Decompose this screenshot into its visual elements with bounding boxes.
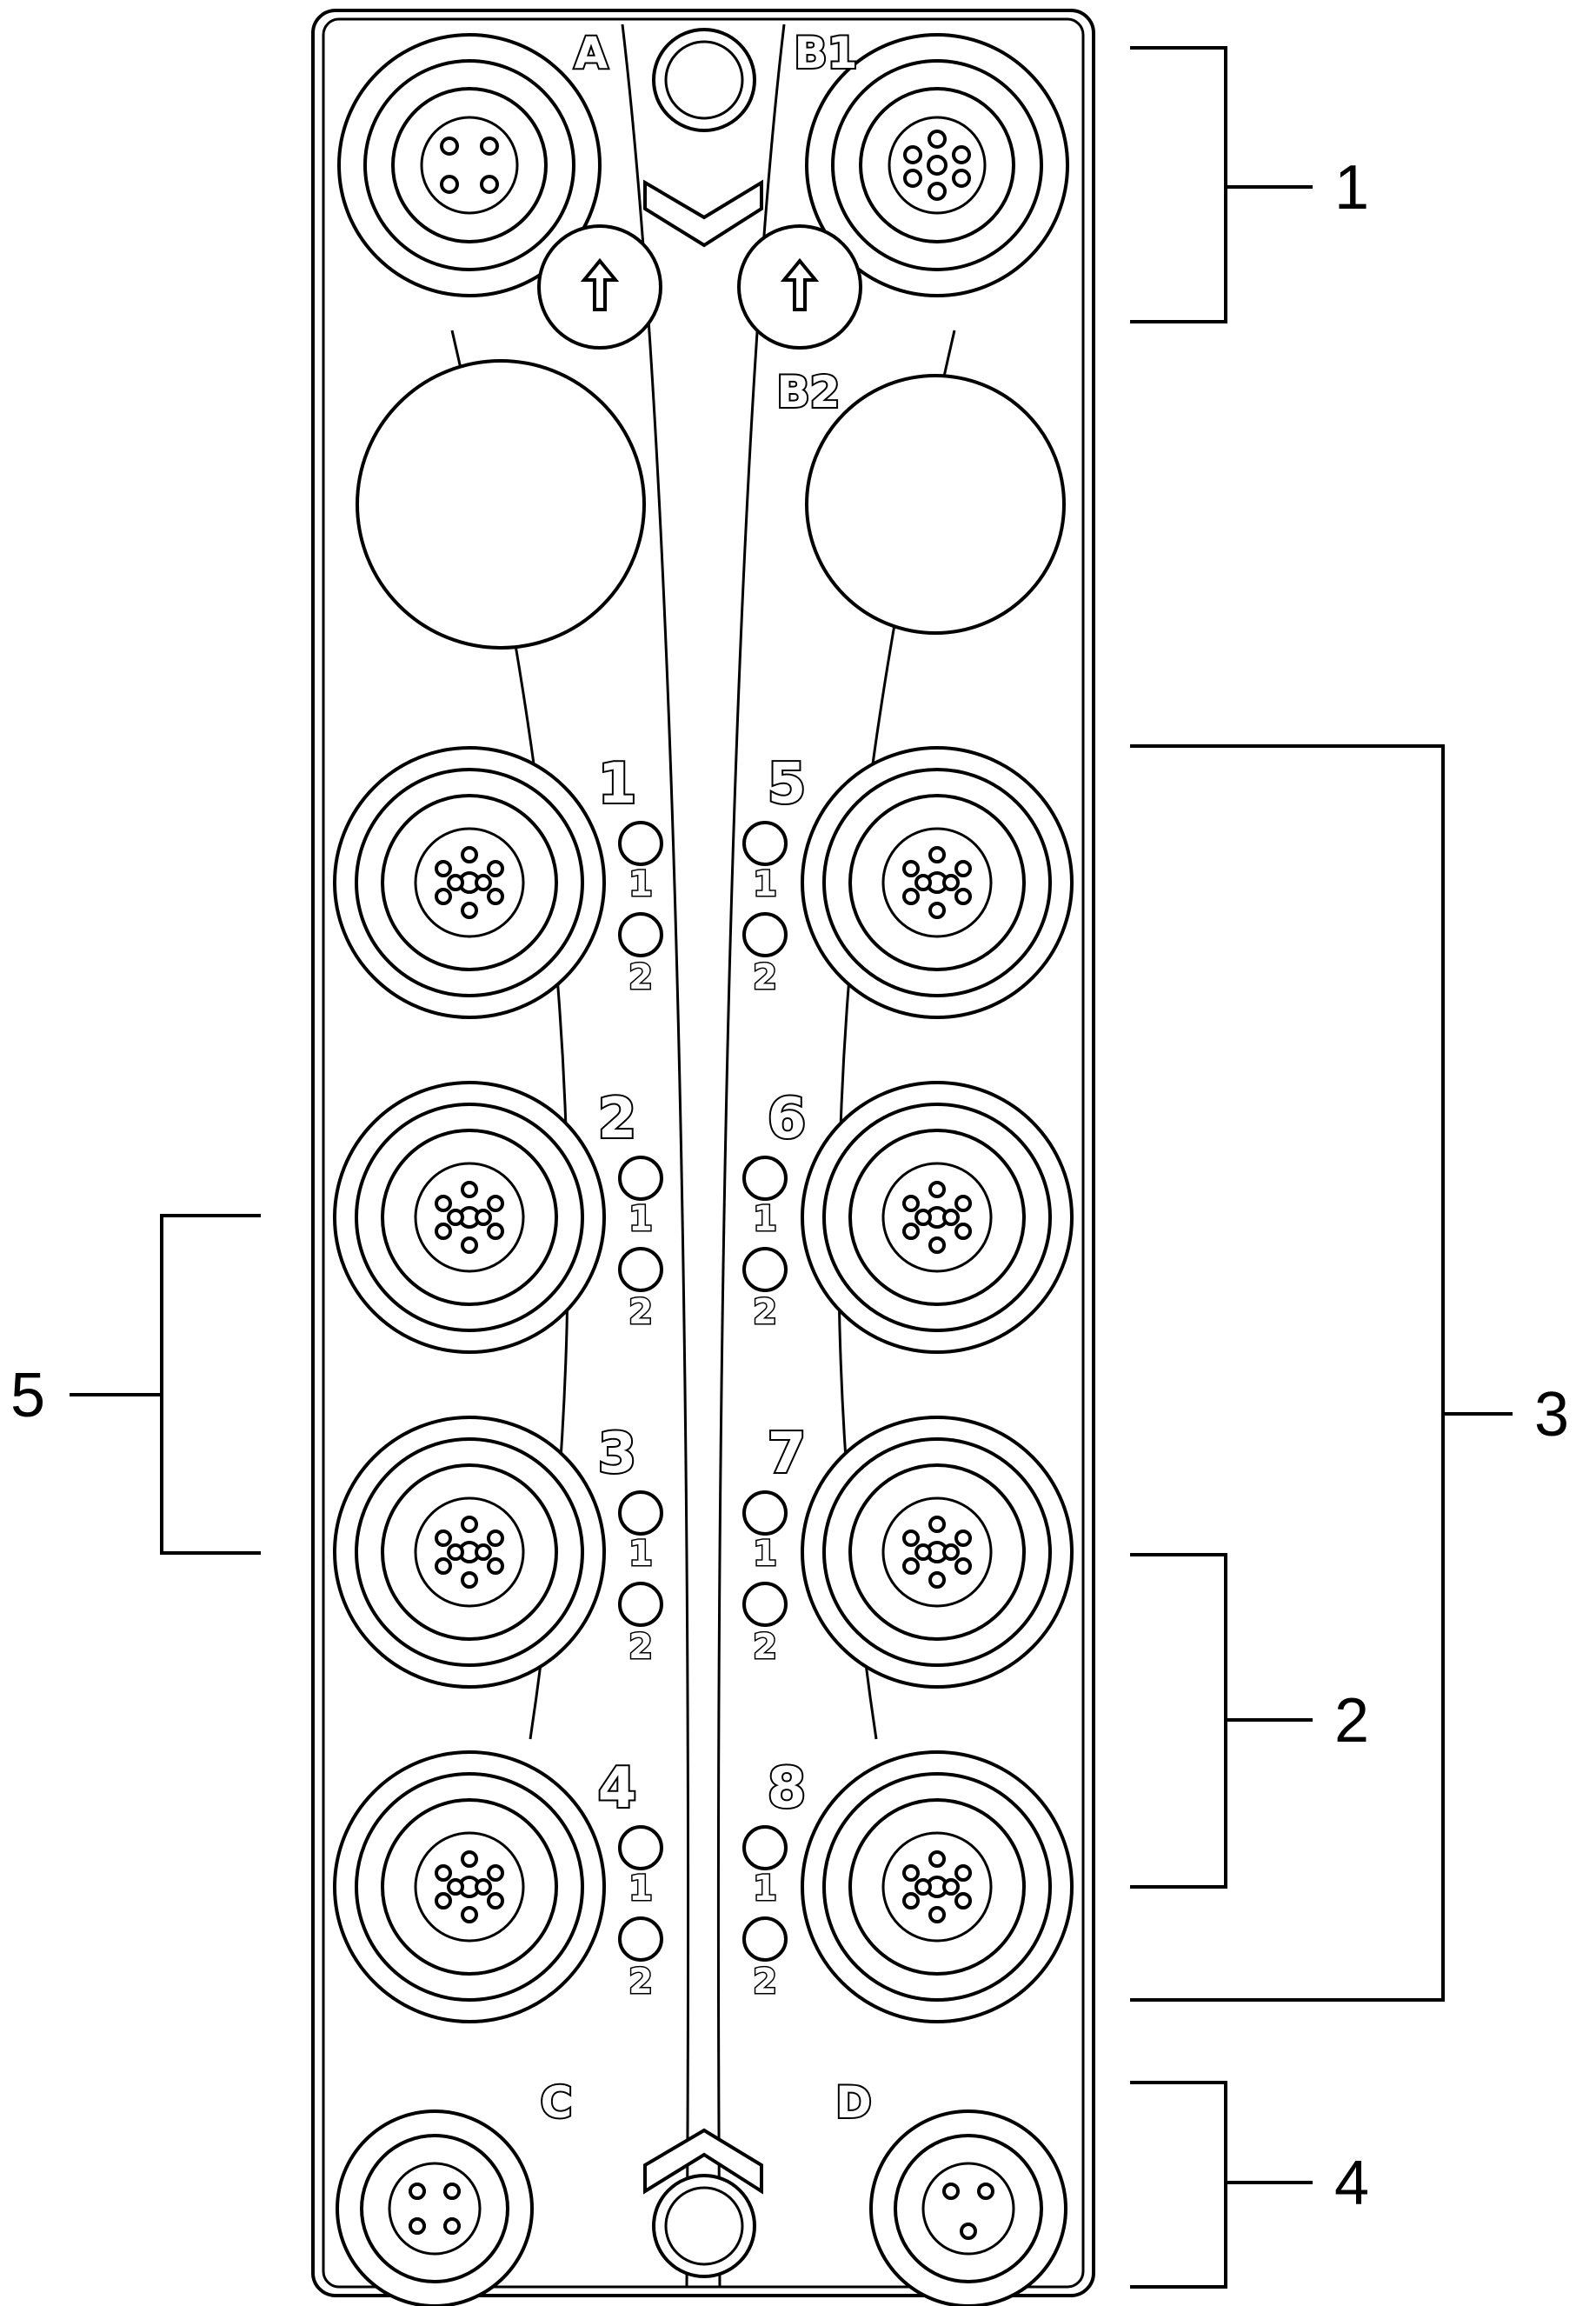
io-port-7-led-2	[742, 1582, 788, 1627]
port-label-b1: B1	[795, 28, 858, 78]
callouts: 1 2 3 4 5	[10, 46, 1569, 2289]
io-port-7-led-2-label: 2	[753, 1627, 777, 1667]
io-port-4-led-1	[618, 1825, 663, 1870]
io-port-3-led-2-label: 2	[628, 1627, 653, 1667]
io-port-1-led-1-label: 1	[628, 864, 653, 904]
io-port-label-5: 5	[768, 752, 807, 816]
io-port-2-led-2	[618, 1247, 663, 1292]
io-port-label-3: 3	[598, 1422, 637, 1486]
io-port-6-led-1-label: 1	[753, 1199, 777, 1239]
blank-cap-left	[356, 359, 646, 650]
callout-label-1: 1	[1334, 153, 1369, 223]
io-port-label-8: 8	[768, 1756, 807, 1821]
module-housing	[311, 9, 1095, 2297]
io-port-3-led-2	[618, 1582, 663, 1627]
callout-bracket-2	[1130, 1553, 1313, 1889]
coding-arrow-icon-a	[537, 224, 662, 350]
callout-bracket-1	[1130, 46, 1313, 323]
io-port-2-led-1-label: 1	[628, 1199, 653, 1239]
io-port-8-connector	[801, 1750, 1074, 2023]
io-port-label-4: 4	[598, 1756, 637, 1821]
io-port-8-led-2-label: 2	[753, 1962, 777, 2002]
port-a-connector	[337, 33, 662, 350]
io-port-4-connector	[333, 1750, 606, 2023]
port-d-connector	[869, 2109, 1067, 2306]
mounting-screw-top-inner	[664, 40, 744, 120]
port-label-a: A	[575, 28, 608, 78]
callout-bracket-5	[70, 1214, 261, 1555]
io-port-5-led-2-label: 2	[753, 957, 777, 997]
io-port-4-led-2-label: 2	[628, 1962, 653, 2002]
callout-label-5: 5	[10, 1361, 45, 1430]
io-port-label-2: 2	[598, 1087, 637, 1151]
io-port-label-1: 1	[598, 752, 637, 816]
callout-label-3: 3	[1534, 1380, 1569, 1450]
io-port-1-led-2-label: 2	[628, 957, 653, 997]
io-port-7-led-1-label: 1	[753, 1534, 777, 1574]
callout-label-4: 4	[1334, 2149, 1369, 2218]
io-port-8-led-1-label: 1	[753, 1869, 777, 1909]
io-port-6-led-2-label: 2	[753, 1292, 777, 1332]
io-port-3-led-1-label: 1	[628, 1534, 653, 1574]
callout-bracket-4	[1130, 2081, 1313, 2289]
io-port-5-connector	[801, 746, 1074, 1019]
chevron-bottom-icon	[643, 2128, 763, 2195]
housing-inner-outline	[322, 17, 1085, 2289]
io-port-6-led-1	[742, 1156, 788, 1201]
top-ports: A B1 B2	[337, 26, 1069, 419]
io-port-4-led-1-label: 1	[628, 1869, 653, 1909]
port-label-d: D	[835, 2077, 872, 2128]
channel-left-edge	[621, 23, 690, 2288]
io-port-5-led-1-label: 1	[753, 864, 777, 904]
io-port-2-connector	[333, 1081, 606, 1354]
callout-bracket-3	[1130, 744, 1513, 2002]
io-port-label-7: 7	[768, 1422, 807, 1486]
io-port-8-led-2	[742, 1916, 788, 1962]
power-ports: C D	[336, 2076, 1067, 2306]
mounting-screw-bottom	[652, 2174, 756, 2278]
channel-right-edge	[716, 23, 786, 2288]
port-b1-connector	[737, 33, 1069, 350]
io-port-2-led-2-label: 2	[628, 1292, 653, 1332]
io-port-6-led-2	[742, 1247, 788, 1292]
callout-label-2: 2	[1334, 1686, 1369, 1756]
io-port-1-led-2	[618, 912, 663, 957]
blank-cap-right	[805, 374, 1066, 635]
coding-arrow-icon-b	[737, 224, 862, 350]
io-port-7-connector	[801, 1416, 1074, 1689]
io-port-6-connector	[801, 1081, 1074, 1354]
mounting-screw-bottom-inner	[664, 2186, 744, 2266]
io-port-5-led-2	[742, 912, 788, 957]
io-port-7-led-1	[742, 1490, 788, 1536]
port-label-c: C	[541, 2077, 573, 2128]
io-port-3-connector	[333, 1416, 606, 1689]
io-port-4-led-2	[618, 1916, 663, 1962]
port-label-b2: B2	[777, 367, 841, 417]
chevron-top-icon	[643, 179, 763, 248]
io-port-1-connector	[333, 746, 606, 1019]
io-port-label-6: 6	[768, 1087, 807, 1151]
mounting-screw-top	[652, 28, 756, 132]
io-port-1-led-1	[618, 821, 663, 866]
port-c-connector	[336, 2109, 534, 2306]
io-port-2-led-1	[618, 1156, 663, 1201]
io-port-3-led-1	[618, 1490, 663, 1536]
io-port-8-led-1	[742, 1825, 788, 1870]
io-port-5-led-1	[742, 821, 788, 866]
